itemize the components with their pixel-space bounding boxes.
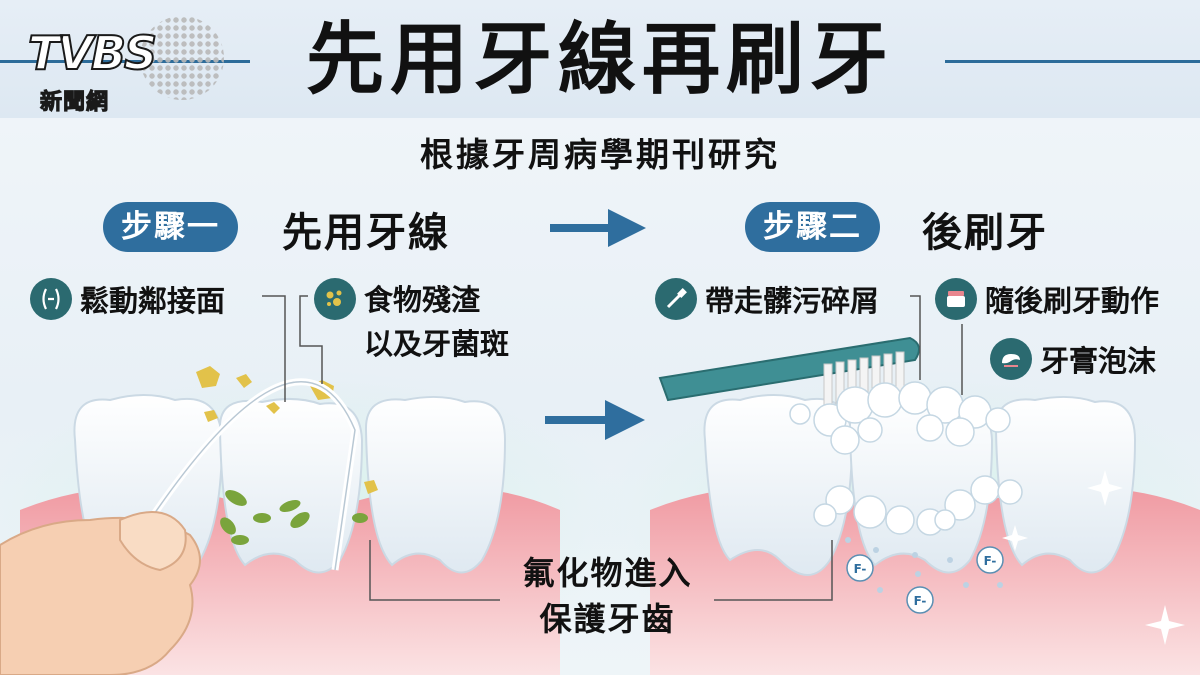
note-debris: 食物殘渣 以及牙菌斑 <box>314 278 509 366</box>
bacteria <box>231 535 249 545</box>
process-arrow-icon <box>545 400 645 440</box>
note-label: 牙膏泡沫 <box>1040 344 1157 378</box>
leader-lines <box>262 295 963 601</box>
header-rule-right <box>945 60 1200 63</box>
note-remove-debris: 帶走髒污碎屑 <box>655 278 879 320</box>
plaque-bit <box>196 366 220 388</box>
toothpaste-icon <box>935 278 977 320</box>
fluoride-label: F- <box>984 554 997 568</box>
fluoride-label: F- <box>914 594 927 608</box>
fluoride-particles <box>845 537 1004 614</box>
toothbrush-icon <box>655 278 697 320</box>
note-label-line1: 食物殘渣 <box>364 283 481 317</box>
header-rule-left <box>0 60 250 63</box>
page-title: 先用牙線再刷牙 <box>305 15 894 105</box>
sparkle-icon <box>1087 470 1123 506</box>
callout-line1: 氟化物進入 <box>522 554 693 592</box>
sparkle-icon <box>1145 605 1185 645</box>
note-loosen-contact: 鬆動鄰接面 <box>30 278 225 320</box>
loosen-icon <box>30 278 72 320</box>
bacteria <box>352 513 368 523</box>
fluoride-label: F- <box>854 562 867 576</box>
callout-line2: 保護牙齒 <box>539 600 676 638</box>
step2-title: 後刷牙 <box>922 210 1048 256</box>
note-brushing-action: 隨後刷牙動作 <box>935 278 1159 320</box>
toothpaste-foam <box>789 381 1023 536</box>
note-label-line2: 以及牙菌斑 <box>364 327 510 361</box>
page-subtitle: 根據牙周病學期刊研究 <box>420 135 780 174</box>
tvbs-logo: TVBS 新聞網 <box>27 14 224 116</box>
step1-badge: 步驟一 <box>103 202 238 252</box>
logo-wordmark: TVBS <box>27 26 158 80</box>
tooth-right-3 <box>994 396 1137 574</box>
thumb <box>119 511 187 572</box>
note-label: 隨後刷牙動作 <box>985 284 1160 318</box>
step1-title: 先用牙線 <box>282 210 450 256</box>
plaque-bit <box>266 402 280 414</box>
plaque-bit <box>364 480 378 494</box>
sparkle-icon <box>1002 525 1028 551</box>
fluoride-callout: 氟化物進入 保護牙齒 <box>500 550 715 642</box>
logo-subtext: 新聞網 <box>39 90 110 116</box>
step-arrow-icon <box>550 209 646 247</box>
bacteria <box>220 517 236 535</box>
bacteria <box>253 513 271 523</box>
plaque-bit <box>204 410 218 422</box>
note-foam: 牙膏泡沫 <box>990 338 1156 380</box>
tooth-right-1 <box>703 394 854 576</box>
bacteria <box>290 512 310 528</box>
floss-outline <box>149 380 356 571</box>
tooth-left-3 <box>364 396 507 574</box>
logo-dot-pattern <box>140 16 224 100</box>
foam-icon <box>990 338 1032 380</box>
bacteria <box>225 490 247 506</box>
step2-badge: 步驟二 <box>745 202 880 252</box>
toothbrush-handle <box>658 336 920 402</box>
plaque-bit <box>236 374 252 388</box>
note-label: 鬆動鄰接面 <box>80 284 226 318</box>
bacteria <box>279 499 301 513</box>
note-label: 帶走髒污碎屑 <box>705 284 880 318</box>
debris-icon <box>314 278 356 320</box>
